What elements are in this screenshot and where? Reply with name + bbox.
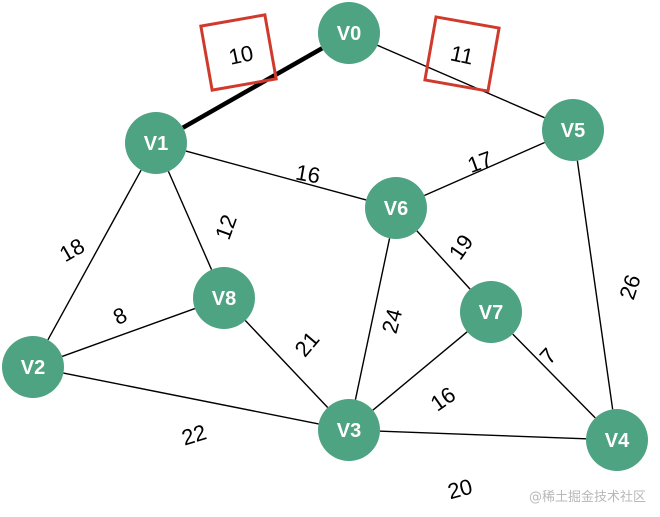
- node-label-v8: V8: [212, 288, 236, 310]
- edge-v8-v3: [244, 320, 329, 408]
- node-circle-v8: [193, 267, 255, 329]
- node-v2: V2: [2, 336, 64, 398]
- edge-weight-v7-v4: 7: [535, 343, 562, 369]
- node-v4: V4: [586, 409, 648, 471]
- weight-box-v0-v5: [423, 15, 501, 93]
- edge-weight-v6-v7: 19: [444, 230, 479, 264]
- node-v1: V1: [125, 112, 187, 174]
- edge-v7-v4: [512, 333, 596, 419]
- edge-weight-v0-v1: 10: [226, 40, 255, 70]
- edge-v6-v7: [416, 230, 471, 290]
- node-circle-v4: [586, 409, 648, 471]
- node-v5: V5: [542, 99, 604, 161]
- node-label-v1: V1: [144, 133, 168, 155]
- edge-weight-v1-v6: 16: [294, 160, 322, 189]
- weight-boxes-layer: [199, 13, 501, 93]
- edge-v7-v3: [372, 331, 468, 411]
- node-label-v6: V6: [384, 198, 408, 220]
- edge-weight-v1-v2: 18: [55, 233, 89, 267]
- edge-weight-v0-v5: 11: [448, 40, 476, 69]
- node-label-v5: V5: [561, 120, 585, 142]
- node-circle-v3: [318, 399, 380, 461]
- node-v0: V0: [318, 2, 380, 64]
- node-label-v0: V0: [337, 23, 361, 45]
- node-label-v4: V4: [605, 430, 630, 452]
- node-label-v3: V3: [337, 420, 361, 442]
- edge-v3-v4: [379, 430, 587, 440]
- node-v6: V6: [365, 177, 427, 239]
- edge-weight-v5-v4: 26: [614, 271, 645, 302]
- edge-v0-v5: [377, 44, 545, 119]
- edge-weight-v3-v4: 20: [445, 474, 475, 504]
- edge-weight-v6-v3: 24: [377, 306, 407, 336]
- node-label-v7: V7: [479, 302, 503, 324]
- node-circle-v6: [365, 177, 427, 239]
- edge-v1-v8: [167, 171, 213, 270]
- node-v7: V7: [460, 281, 522, 343]
- node-circle-v7: [460, 281, 522, 343]
- edge-weight-v8-v3: 21: [290, 327, 325, 362]
- node-circle-v2: [2, 336, 64, 398]
- node-circle-v1: [125, 112, 187, 174]
- edge-weight-v5-v6: 17: [464, 146, 496, 178]
- edge-v1-v6: [185, 150, 367, 201]
- node-label-v2: V2: [21, 357, 45, 379]
- edge-v1-v2: [47, 169, 142, 341]
- node-circle-v5: [542, 99, 604, 161]
- node-circle-v0: [318, 2, 380, 64]
- edge-weight-v1-v8: 12: [210, 211, 242, 243]
- edge-v2-v3: [63, 372, 319, 425]
- node-v8: V8: [193, 267, 255, 329]
- edge-weight-v7-v3: 16: [426, 382, 460, 417]
- edge-weight-v2-v8: 8: [109, 302, 131, 330]
- edge-v0-v1: [181, 46, 324, 130]
- edges-layer: [47, 44, 614, 440]
- edge-v2-v8: [61, 307, 196, 358]
- node-v3: V3: [318, 399, 380, 461]
- edge-v5-v4: [576, 160, 614, 410]
- watermark: @稀土掘金技术社区: [528, 490, 646, 505]
- weight-box-v0-v1: [199, 13, 278, 92]
- edge-weight-v2-v3: 22: [179, 419, 210, 450]
- edge-v5-v6: [424, 141, 545, 197]
- edge-v6-v3: [354, 238, 391, 400]
